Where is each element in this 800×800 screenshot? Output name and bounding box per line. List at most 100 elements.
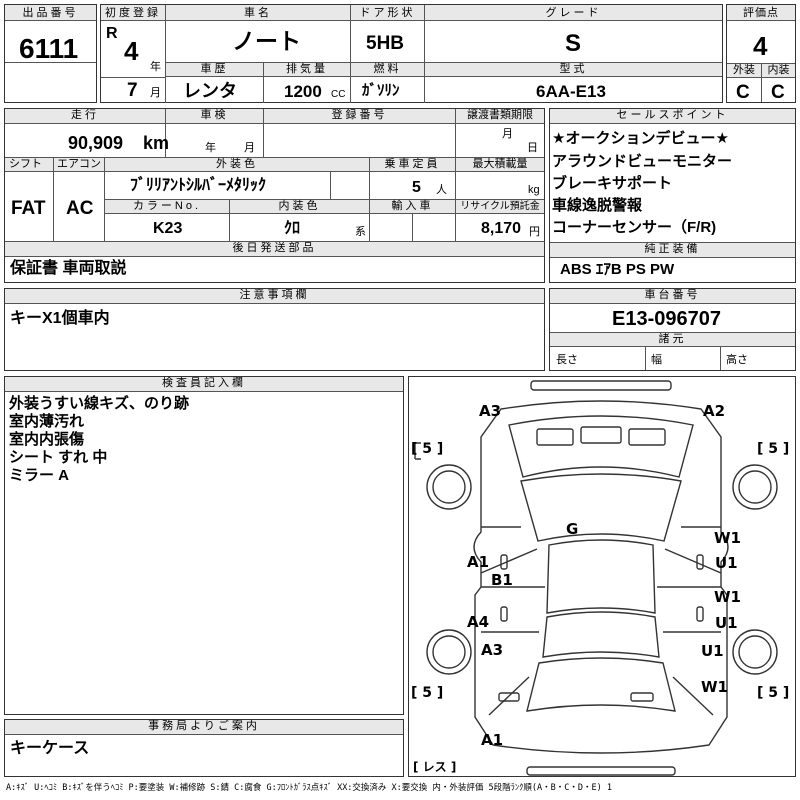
sp-item: ★オークションデビュー★ [552, 130, 729, 147]
regno-label: 登録番号 [264, 109, 455, 124]
history-value: レンタ [183, 81, 237, 101]
grade-value: S [565, 30, 582, 57]
lot-label: 出品番号 [5, 5, 96, 21]
score-value: 4 [753, 31, 768, 61]
interior-value: ｸﾛ [284, 220, 301, 237]
insp-year-unit: 年 [205, 142, 216, 154]
sp-item: ブレーキサポート [552, 175, 673, 192]
equipment-value: ABS ｴｱB PS PW [560, 261, 675, 278]
damage-mark: A2 [703, 402, 726, 420]
later-value: 保証書 車両取説 [10, 260, 127, 277]
interior-label: 内装色 [230, 200, 369, 214]
chassis-label: 車台番号 [550, 289, 795, 304]
reg-year: 4 [124, 36, 139, 66]
year-unit: 年 [150, 61, 161, 73]
disp-label: 排気量 [264, 63, 350, 77]
transfer-label: 譲渡書類期限 [456, 109, 544, 124]
vehicle-header-box [100, 4, 723, 103]
spec-length: 長さ [556, 354, 578, 366]
lot-number: 6111 [19, 33, 79, 64]
damage-mark: G [566, 520, 579, 538]
notes-value: キーX1個車内 [10, 310, 110, 327]
grade-label: グレード [425, 5, 722, 21]
selling-points-box: セールスポイント ★オークションデビュー★ アラウンドビューモニター ブレーキサ… [549, 108, 796, 283]
import-label: 輸入車 [370, 200, 455, 214]
inspector-line: 室内内張傷 [9, 431, 85, 448]
colorno-value: K23 [153, 220, 183, 237]
fuel-value: ｶﾞｿﾘﾝ [362, 82, 400, 99]
reg-label: 初度登録 [101, 5, 165, 21]
sp-item: コーナーセンサー（F/R) [552, 219, 717, 236]
int-score: C [771, 82, 785, 103]
notes-label: 注意事項欄 [5, 289, 544, 304]
details-box [4, 108, 545, 283]
office-box: 事務局よりご案内 キーケース [4, 719, 404, 777]
int-label: 内装 [762, 64, 795, 78]
damage-mark: W1 [714, 529, 741, 547]
fuel-label: 燃料 [351, 63, 424, 77]
car-diagram: [ 5 ] [ 5 ] [ 5 ] [ 5 ] [ レス ] A3 A2 G A… [408, 376, 796, 777]
office-label: 事務局よりご案内 [5, 720, 403, 735]
maxload-label: 最大積載量 [456, 158, 544, 172]
seats-unit: 人 [436, 184, 447, 196]
shift-label: シフト [5, 158, 53, 172]
history-label: 車歴 [166, 63, 263, 77]
spec-label: 諸元 [550, 333, 795, 347]
office-value: キーケース [10, 740, 90, 757]
chassis-box: 車台番号 E13-096707 諸元 長さ 幅 高さ [549, 288, 796, 371]
disp-unit: CC [331, 89, 346, 100]
ac-label: エアコン [54, 158, 104, 172]
disp-value: 1200 [284, 82, 322, 101]
damage-mark: U1 [715, 554, 738, 572]
recycle-label: リサイクル預託金 [456, 200, 544, 214]
sp-item: 車線逸脱警報 [552, 197, 643, 214]
model-value: 6AA-E13 [536, 82, 606, 101]
tire-mark: [ 5 ] [757, 685, 790, 701]
inspector-box: 検査員記入欄 外装うすい線キズ、のり跡 室内薄汚れ 室内内張傷 シート すれ 中… [4, 376, 404, 715]
inspection-label: 車検 [166, 109, 263, 124]
chassis-value: E13-096707 [612, 308, 721, 330]
model-label: 型式 [425, 63, 722, 77]
ext-label: 外装 [727, 64, 761, 78]
door-type: 5HB [366, 33, 405, 54]
shift-value: FAT [11, 198, 46, 219]
score-label: 評価点 [727, 5, 795, 21]
damage-mark: A3 [479, 402, 502, 420]
maxload-unit: kg [528, 184, 540, 196]
equipment-label: 純正装備 [550, 243, 795, 258]
damage-mark: W1 [714, 588, 741, 606]
damage-mark: A4 [467, 613, 490, 631]
insp-month-unit: 月 [244, 142, 255, 154]
selling-points-label: セールスポイント [550, 109, 795, 124]
damage-mark: A1 [481, 731, 504, 749]
color-value: ﾌﾞﾘﾘｱﾝﾄｼﾙﾊﾞｰﾒﾀﾘｯｸ [130, 177, 267, 194]
spec-height: 高さ [726, 354, 748, 366]
tire-mark: [ 5 ] [757, 441, 790, 457]
legend: A:ｷｽﾞ U:ﾍｺﾐ B:ｷｽﾞを伴うﾍｺﾐ P:要塗装 W:補修跡 S:錆 … [6, 783, 612, 793]
lot-box: 出品番号 6111 [4, 4, 97, 103]
door-label: ドア形状 [351, 5, 424, 21]
mileage-value: 90,909 [68, 133, 124, 153]
ext-score: C [736, 82, 750, 103]
car-name: ノート [232, 28, 301, 54]
colorno-label: カラーNo. [105, 200, 229, 214]
inspector-line: 室内薄汚れ [9, 413, 85, 430]
tire-mark: [ 5 ] [411, 441, 444, 457]
spec-width: 幅 [651, 354, 662, 366]
damage-mark: U1 [701, 642, 724, 660]
inspector-line: 外装うすい線キズ、のり跡 [9, 395, 190, 412]
name-label: 車名 [166, 5, 350, 21]
month-unit: 月 [150, 87, 161, 99]
transfer-month-unit: 月 [502, 128, 513, 140]
reg-era: R [106, 25, 118, 42]
inspector-line: シート すれ 中 [9, 449, 108, 466]
notes-box: 注意事項欄 キーX1個車内 [4, 288, 545, 371]
damage-mark: U1 [715, 614, 738, 632]
recycle-value: 8,170 [481, 220, 522, 237]
damage-mark: W1 [701, 678, 728, 696]
damage-mark: A3 [481, 641, 504, 659]
sp-item: アラウンドビューモニター [552, 153, 733, 170]
mileage-label: 走行 [5, 109, 165, 124]
later-label: 後日発送部品 [5, 242, 544, 257]
mileage-unit: km [143, 133, 170, 153]
